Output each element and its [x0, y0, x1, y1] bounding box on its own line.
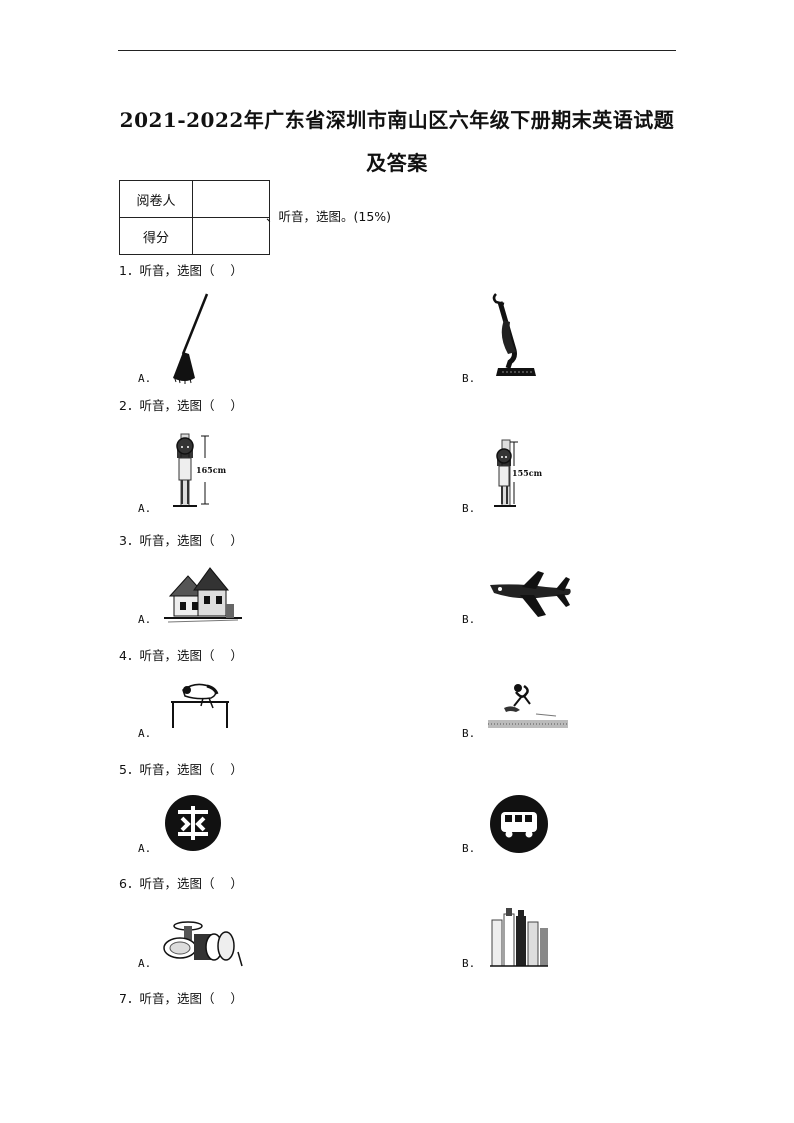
reviewer-label: 阅卷人 [119, 180, 193, 218]
q3-option-b-label: B. [462, 613, 476, 626]
broom-icon[interactable] [165, 290, 215, 385]
house-icon[interactable] [160, 560, 246, 626]
metro-logo-icon[interactable] [164, 794, 222, 852]
tall-girl-height-icon[interactable]: 165cm [165, 428, 235, 513]
question-4: 4．听音，选图（ ） [119, 648, 243, 663]
airplane-icon[interactable] [488, 567, 574, 623]
reviewer-field[interactable] [192, 180, 270, 218]
bottles-icon[interactable] [488, 906, 550, 970]
short-girl-height-icon[interactable]: 155cm [488, 436, 558, 513]
question-7: 7．听音，选图（ ） [119, 991, 243, 1006]
q2-a-height-label: 165cm [196, 465, 227, 475]
header-rule [118, 50, 676, 51]
question-3: 3．听音，选图（ ） [119, 533, 243, 548]
q5-option-b-label: B. [462, 842, 476, 855]
question-6: 6．听音，选图（ ） [119, 876, 243, 891]
document-title: 2021-2022年广东省深圳市南山区六年级下册期末英语试题 [119, 108, 675, 132]
q1-option-a-label: A. [138, 372, 152, 385]
high-jump-icon[interactable] [165, 680, 235, 730]
q2-option-a-label: A. [138, 502, 152, 515]
question-1: 1．听音，选图（ ） [119, 263, 243, 278]
q5-option-a-label: A. [138, 842, 152, 855]
score-table: 阅卷人 得分 [119, 180, 270, 255]
q4-option-b-label: B. [462, 727, 476, 740]
q2-b-height-label: 155cm [512, 468, 543, 478]
question-5: 5．听音，选图（ ） [119, 762, 243, 777]
score-field[interactable] [192, 217, 270, 255]
q6-option-a-label: A. [138, 957, 152, 970]
question-2: 2．听音，选图（ ） [119, 398, 243, 413]
document-title-continued: 及答案 [366, 151, 428, 175]
bus-icon[interactable] [488, 794, 550, 854]
section-heading: 、听音，选图。(15%) [266, 209, 392, 224]
long-jump-icon[interactable] [486, 680, 570, 732]
q2-option-b-label: B. [462, 502, 476, 515]
q3-option-a-label: A. [138, 613, 152, 626]
q1-option-b-label: B. [462, 372, 476, 385]
vacuum-cleaner-icon[interactable] [488, 290, 540, 385]
q4-option-a-label: A. [138, 727, 152, 740]
q6-option-b-label: B. [462, 957, 476, 970]
score-label: 得分 [119, 217, 193, 255]
cans-icon[interactable] [162, 912, 246, 970]
